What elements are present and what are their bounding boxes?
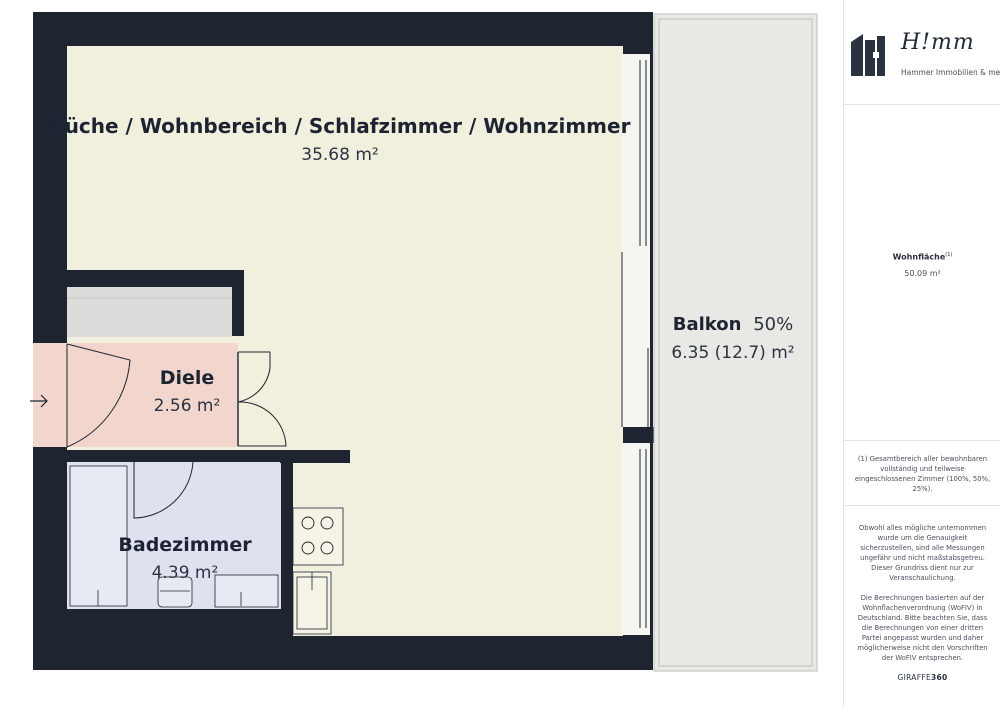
footnote-section: (1) Gesamtbereich aller bewohnbaren voll… bbox=[844, 441, 1000, 506]
entrance-arrow-icon bbox=[30, 394, 48, 408]
shower-icon bbox=[69, 465, 128, 607]
disclaimer-section: Obwohl alles mögliche unternommen wurde … bbox=[844, 506, 1000, 707]
entrance-door bbox=[66, 344, 131, 448]
brand-name: Hammer Immobilien & mehr bbox=[901, 68, 1000, 77]
sink-icon bbox=[292, 571, 332, 635]
bathtub-icon bbox=[214, 574, 279, 608]
floor-plan: Küche / Wohnbereich / Schlafzimmer / Woh… bbox=[30, 12, 818, 672]
hall-name: Diele bbox=[160, 367, 215, 389]
bathroom-name: Badezimmer bbox=[118, 534, 252, 556]
hall-door bbox=[237, 351, 271, 403]
footnote-text: (1) Gesamtbereich aller bewohnbaren voll… bbox=[854, 455, 991, 493]
bathroom-area: 4.39 m² bbox=[152, 563, 219, 583]
disclaimer-2: Die Berechnungen basierten auf der Wohnf… bbox=[857, 594, 988, 662]
balcony-floor bbox=[653, 13, 818, 672]
balcony-share: 50% bbox=[753, 314, 793, 335]
disclaimer-1: Obwohl alles mögliche unternommen wurde … bbox=[858, 524, 987, 582]
hammer-logo-icon bbox=[851, 34, 885, 76]
living-room-area: 35.68 m² bbox=[301, 145, 378, 165]
balcony-label: Balkon 50% bbox=[673, 314, 793, 335]
giraffe360-logo: GIRAFFE360 bbox=[897, 673, 948, 682]
toilet-icon bbox=[157, 576, 193, 608]
hall-area: 2.56 m² bbox=[154, 396, 221, 416]
living-area-label: Wohnfläche(1) bbox=[892, 252, 953, 262]
living-area-summary: Wohnfläche(1) 50.09 m² bbox=[844, 105, 1000, 441]
footnote-marker: (1) bbox=[945, 252, 953, 258]
brand-header: H!mm Hammer Immobilien & mehr bbox=[844, 0, 1000, 105]
legend-sidebar: H!mm Hammer Immobilien & mehr Wohnfläche… bbox=[843, 0, 1000, 707]
stove-icon bbox=[292, 507, 344, 566]
living-room-name: Küche / Wohnbereich / Schlafzimmer / Woh… bbox=[50, 114, 631, 138]
hall-floor bbox=[33, 343, 238, 447]
brand-script: H!mm bbox=[901, 30, 975, 55]
balcony-name: Balkon bbox=[673, 314, 742, 335]
wardrobe bbox=[67, 287, 232, 337]
balcony-area: 6.35 (12.7) m² bbox=[671, 343, 794, 363]
living-area-value: 50.09 m² bbox=[904, 269, 941, 278]
bathroom-door bbox=[133, 457, 194, 519]
